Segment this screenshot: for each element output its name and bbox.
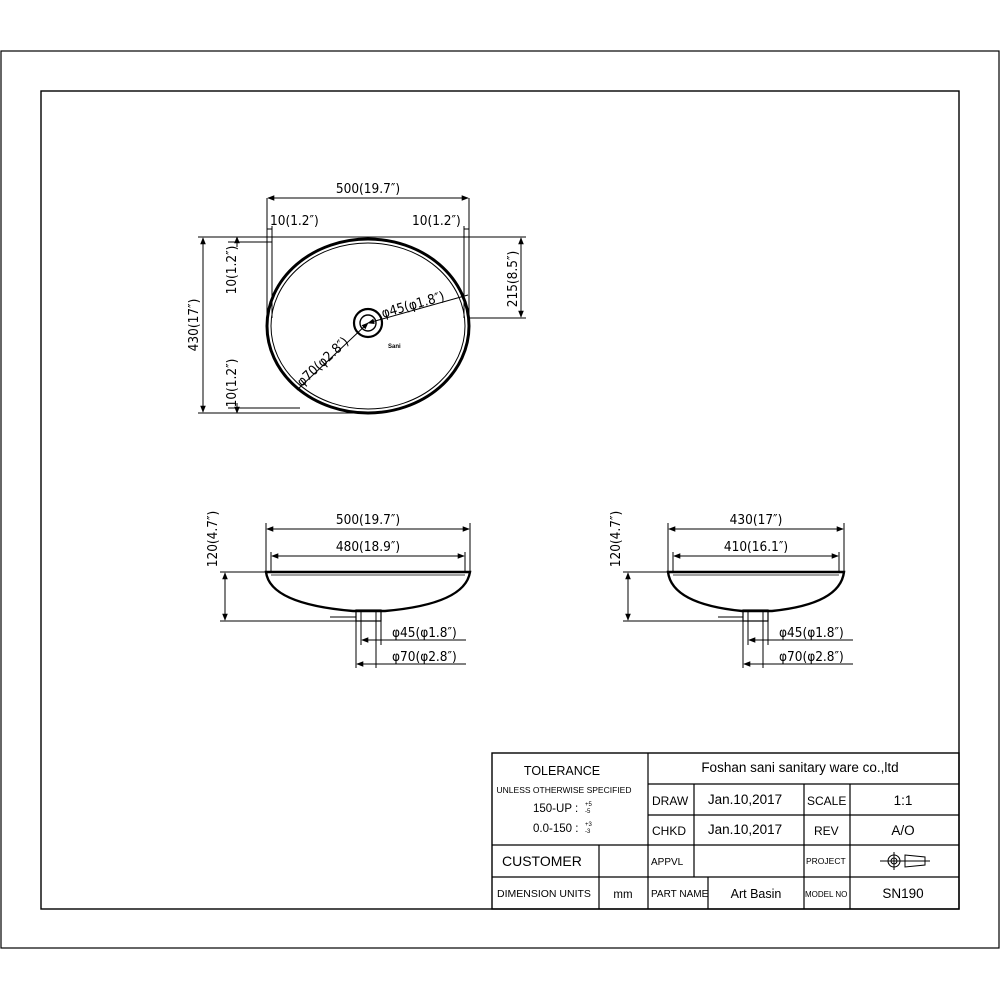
outer-border (0, 50, 1000, 949)
front-view: 500(19.7″) 480(18.9″) 120(4.7″) φ45(φ1.8… (205, 511, 472, 668)
bottom-rim-dim: 10(1.2″) (224, 359, 240, 408)
dimension-units-label: DIMENSION UNITS (497, 888, 591, 900)
tol-row1-plus: +5 (585, 802, 593, 808)
drain-inner-ring (359, 314, 377, 332)
top-depth-dim: 430(17″) (186, 299, 202, 352)
right-rim-dim: 10(1.2″) (412, 213, 461, 229)
rev-value: A/O (891, 823, 914, 838)
tol-row1-minus: -5 (585, 809, 591, 815)
tolerance-subtitle: UNLESS OTHERWISE SPECIFIED (497, 785, 632, 795)
left-rim-dim: 10(1.2″) (270, 213, 319, 229)
top-rim-dim: 10(1.2″) (224, 246, 240, 295)
appvl-label: APPVL (651, 857, 684, 868)
customer-label: CUSTOMER (502, 853, 582, 869)
draw-date: Jan.10,2017 (708, 792, 782, 807)
center-offset-dim: 215(8.5″) (505, 251, 521, 308)
model-no-value: SN190 (882, 886, 923, 901)
front-inner-width: 480(18.9″) (336, 539, 400, 555)
side-view: 430(17″) 410(16.1″) 120(4.7″) φ45(φ1.8″)… (608, 511, 853, 668)
front-drain-outer: φ70(φ2.8″) (392, 649, 457, 665)
tolerance-title: TOLERANCE (524, 764, 600, 778)
top-width-dim: 500(19.7″) (336, 181, 400, 197)
drain-stub-front (355, 609, 382, 622)
tolerance-row-1: 150-UP : (533, 803, 578, 815)
chkd-date: Jan.10,2017 (708, 822, 782, 837)
drain-inner-label-top: φ45(φ1.8″) (380, 289, 447, 322)
basin-inner-top (270, 242, 466, 410)
front-drain-inner: φ45(φ1.8″) (392, 625, 457, 641)
side-outer-width: 430(17″) (730, 512, 783, 528)
projection-symbol-icon (880, 852, 930, 870)
company-name: Foshan sani sanitary ware co.,ltd (701, 760, 898, 775)
rev-label: REV (814, 824, 839, 838)
project-label: PROJECT (806, 856, 846, 866)
drain-stub-side (742, 609, 769, 622)
front-height-dim: 120(4.7″) (205, 511, 221, 568)
tol-row2-minus: -3 (585, 829, 591, 835)
scale-label: SCALE (807, 794, 846, 808)
front-outer-width: 500(19.7″) (336, 512, 400, 528)
top-view: Sani φ45(φ1.8″) φ70(φ2.8″) 500(19.7″) 10… (186, 181, 526, 415)
logo-mark: Sani (388, 344, 401, 350)
drain-outer-label-top: φ70(φ2.8″) (294, 334, 352, 390)
basin-outline-top (265, 237, 471, 415)
basin-profile-side (666, 570, 846, 613)
part-name-label: PART NAME (651, 889, 709, 900)
draw-label: DRAW (652, 794, 689, 808)
side-drain-inner: φ45(φ1.8″) (779, 625, 844, 641)
scale-value: 1:1 (894, 793, 913, 808)
title-block: TOLERANCE UNLESS OTHERWISE SPECIFIED 150… (491, 752, 960, 910)
side-height-dim: 120(4.7″) (608, 511, 624, 568)
model-no-label: MODEL NO (805, 890, 847, 899)
drain-outer-ring (352, 307, 384, 339)
dimension-units-value: mm (613, 889, 632, 901)
tol-row2-plus: +3 (585, 822, 593, 828)
side-drain-outer: φ70(φ2.8″) (779, 649, 844, 665)
basin-profile-front (264, 570, 472, 613)
side-inner-width: 410(16.1″) (724, 539, 788, 555)
part-name-value: Art Basin (731, 887, 782, 901)
chkd-label: CHKD (652, 824, 686, 838)
tolerance-row-2: 0.0-150 : (533, 823, 578, 835)
